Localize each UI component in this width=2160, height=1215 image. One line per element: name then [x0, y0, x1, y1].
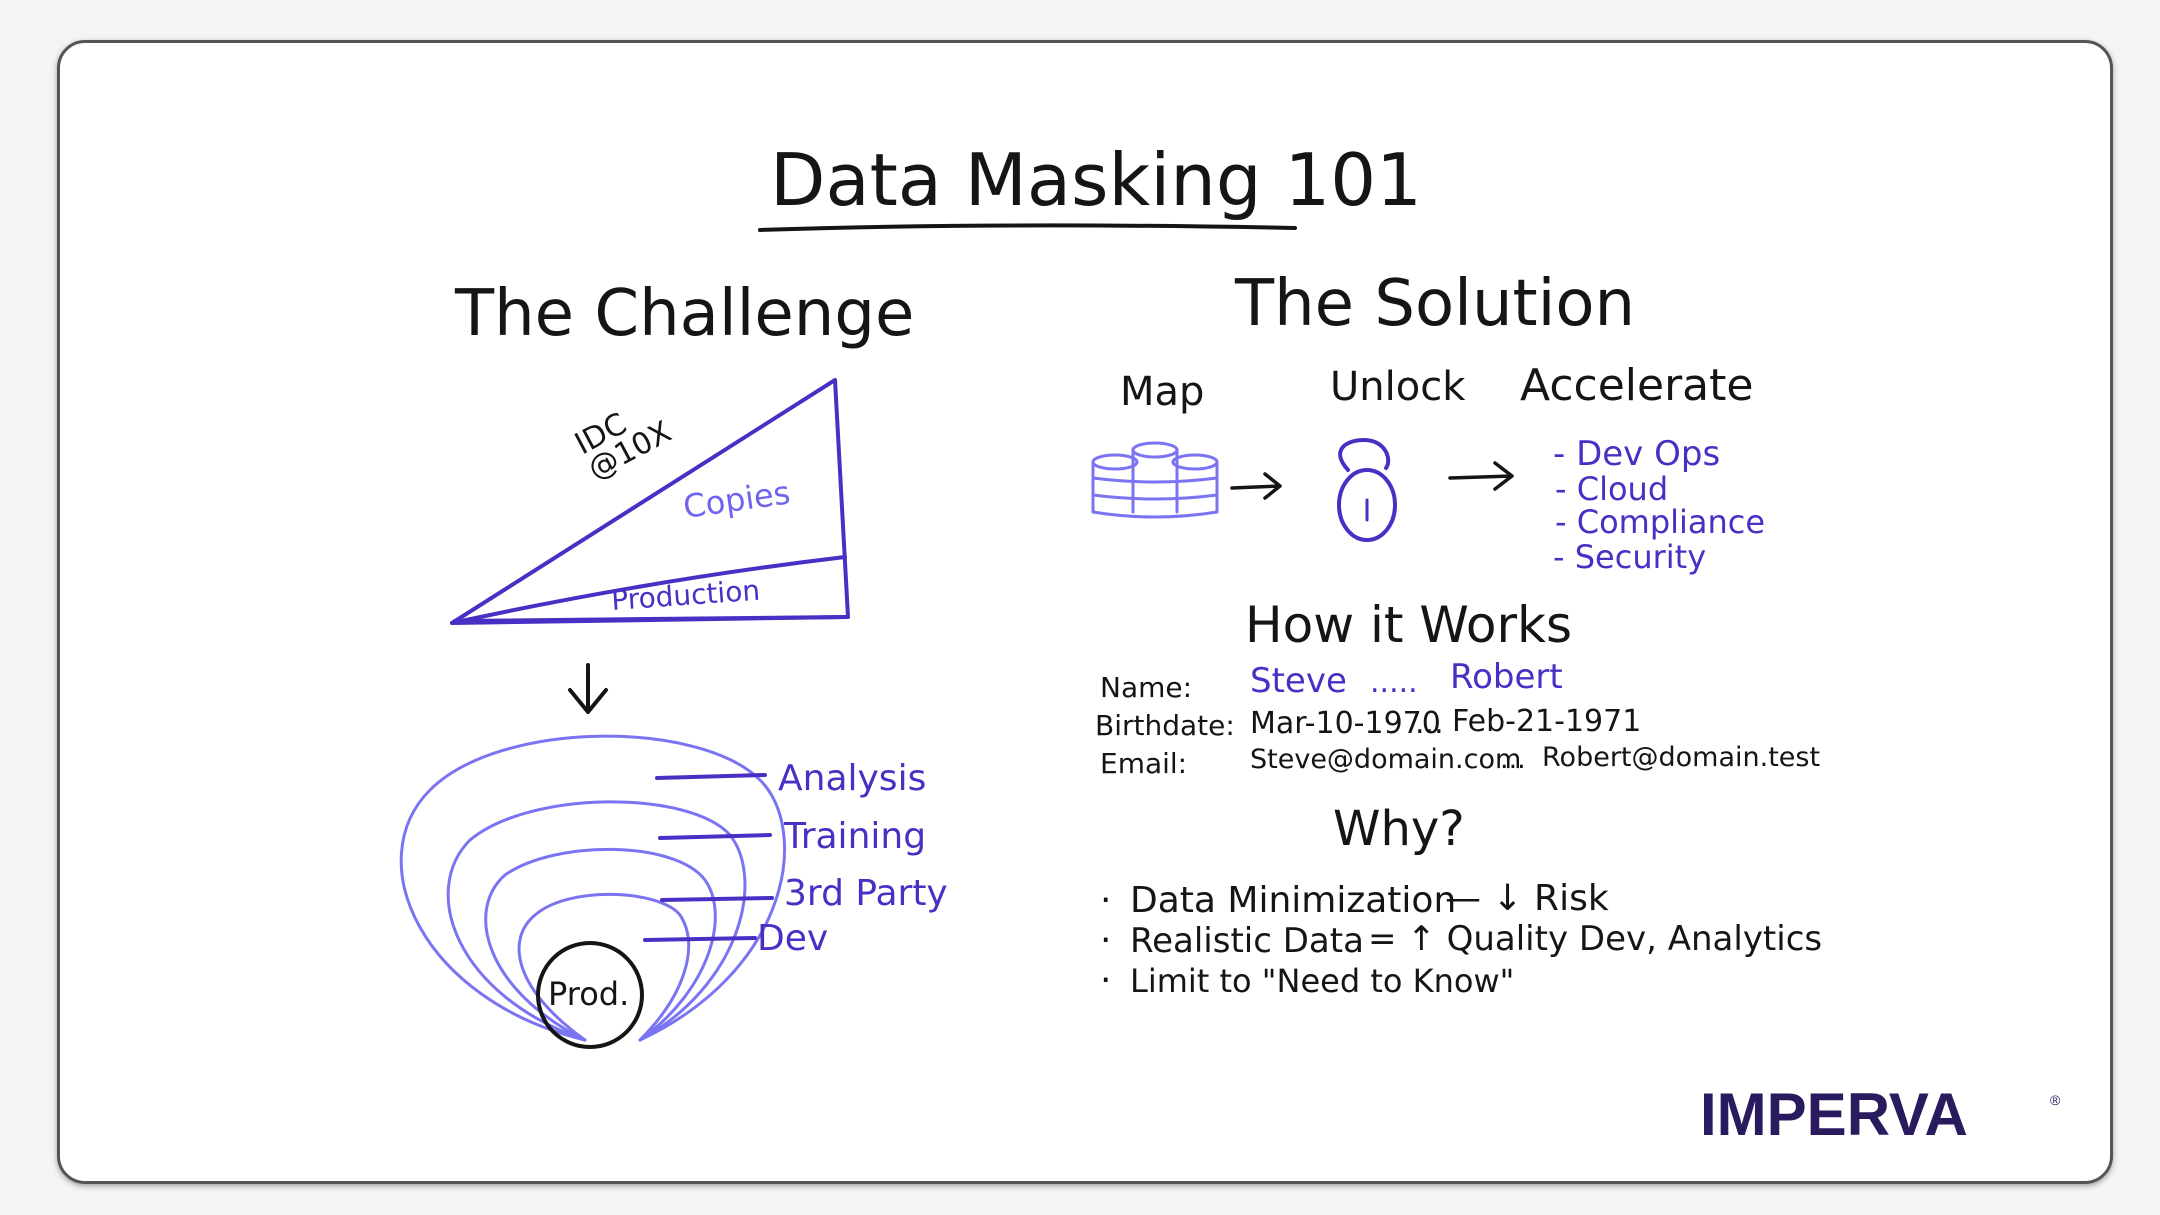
row-email-label: Email: [1100, 747, 1187, 780]
step-map-label: Map [1120, 369, 1204, 415]
database-icon [1091, 441, 1219, 519]
row-email-from: Steve@domain.com [1250, 744, 1521, 775]
accelerate-item-cloud: - Cloud [1555, 470, 1668, 508]
ring-third-party-label: 3rd Party [784, 873, 948, 914]
accelerate-item-security: - Security [1553, 538, 1706, 576]
why-bullet: · [1100, 960, 1111, 1001]
how-it-works-heading: How it Works [1245, 596, 1572, 654]
title-underline [758, 223, 1297, 232]
why-item-need-to-know: Limit to "Need to Know" [1130, 962, 1514, 1000]
arrow-right-icon [1230, 472, 1282, 500]
why-item-realistic-data: Realistic Data [1130, 921, 1364, 961]
ring-analysis-label: Analysis [778, 758, 926, 799]
production-label: Production [610, 574, 761, 617]
why-item-quality: = ↑ Quality Dev, Analytics [1368, 919, 1822, 959]
copies-label: Copies [681, 473, 793, 526]
row-birthdate-sep: ... [1415, 706, 1444, 741]
why-heading: Why? [1333, 801, 1465, 857]
unlock-icon [1337, 438, 1397, 542]
row-birthdate-from: Mar-10-1970 [1250, 706, 1441, 741]
whiteboard [57, 40, 2113, 1184]
down-arrow-icon [568, 663, 608, 714]
row-birthdate-label: Birthdate: [1095, 709, 1235, 742]
imperva-logo: IMPERVA [1700, 1081, 1968, 1148]
ring-dev-label: Dev [757, 918, 828, 959]
step-accelerate-label: Accelerate [1520, 360, 1753, 411]
row-name-from: Steve [1250, 661, 1347, 701]
data-copies-rings [399, 734, 786, 1049]
challenge-heading: The Challenge [454, 277, 914, 351]
copies-growth-triangle [450, 378, 850, 625]
accelerate-item-compliance: - Compliance [1555, 503, 1765, 541]
registered-mark: ® [2050, 1092, 2061, 1108]
accelerate-item-devops: - Dev Ops [1553, 434, 1720, 474]
ring-training-label: Training [783, 816, 926, 857]
row-email-sep: ... [1500, 744, 1526, 775]
why-item-risk: — ↓ Risk [1445, 878, 1609, 919]
row-name-to: Robert [1450, 657, 1563, 697]
row-name-label: Name: [1100, 671, 1192, 704]
row-email-to: Robert@domain.test [1542, 742, 1820, 773]
why-bullet: · [1100, 920, 1111, 961]
why-item-data-minimization: Data Minimization [1130, 880, 1456, 921]
prod-label: Prod. [548, 975, 629, 1013]
row-birthdate-to: Feb-21-1971 [1452, 704, 1641, 739]
step-unlock-label: Unlock [1330, 364, 1466, 410]
row-name-sep: ..... [1370, 665, 1418, 700]
why-bullet: · [1100, 880, 1111, 921]
page-title: Data Masking 101 [770, 138, 1422, 222]
solution-heading: The Solution [1234, 267, 1635, 341]
prod-circle [536, 941, 644, 1049]
arrow-right-icon [1448, 461, 1514, 491]
